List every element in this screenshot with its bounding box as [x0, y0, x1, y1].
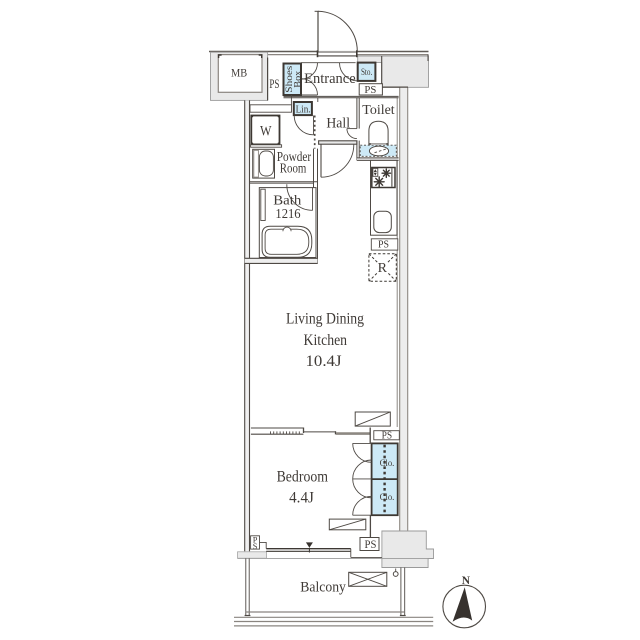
- svg-text:1216: 1216: [275, 206, 300, 221]
- svg-text:Bath: Bath: [273, 193, 301, 208]
- svg-text:Kitchen: Kitchen: [304, 332, 348, 349]
- svg-text:PS: PS: [378, 239, 389, 251]
- svg-text:N: N: [462, 575, 471, 587]
- svg-text:MB: MB: [231, 66, 247, 80]
- svg-text:P: P: [253, 536, 258, 545]
- svg-text:Clo.: Clo.: [380, 458, 395, 468]
- svg-text:Box: Box: [292, 70, 303, 87]
- svg-text:Powder: Powder: [277, 149, 312, 164]
- svg-text:Lin.: Lin.: [296, 105, 311, 116]
- svg-text:PS: PS: [365, 537, 377, 551]
- svg-text:Entrance: Entrance: [304, 71, 356, 87]
- svg-text:Toilet: Toilet: [362, 103, 394, 118]
- svg-text:W: W: [260, 123, 272, 139]
- svg-text:Balcony: Balcony: [300, 580, 346, 596]
- svg-text:PS: PS: [382, 430, 393, 441]
- svg-text:PS: PS: [269, 77, 279, 91]
- svg-text:Room: Room: [280, 160, 307, 175]
- svg-text:S: S: [253, 542, 258, 551]
- svg-text:PS: PS: [364, 84, 376, 96]
- svg-text:Living Dining: Living Dining: [286, 311, 364, 328]
- svg-text:Bedroom: Bedroom: [277, 469, 328, 486]
- svg-text:Shoes: Shoes: [284, 65, 295, 92]
- svg-text:10.4J: 10.4J: [306, 353, 342, 370]
- svg-text:R: R: [378, 261, 388, 276]
- svg-text:Sto.: Sto.: [361, 67, 372, 78]
- svg-text:Hall: Hall: [326, 115, 350, 131]
- svg-text:Clo.: Clo.: [380, 492, 395, 502]
- svg-text:4.4J: 4.4J: [289, 490, 314, 507]
